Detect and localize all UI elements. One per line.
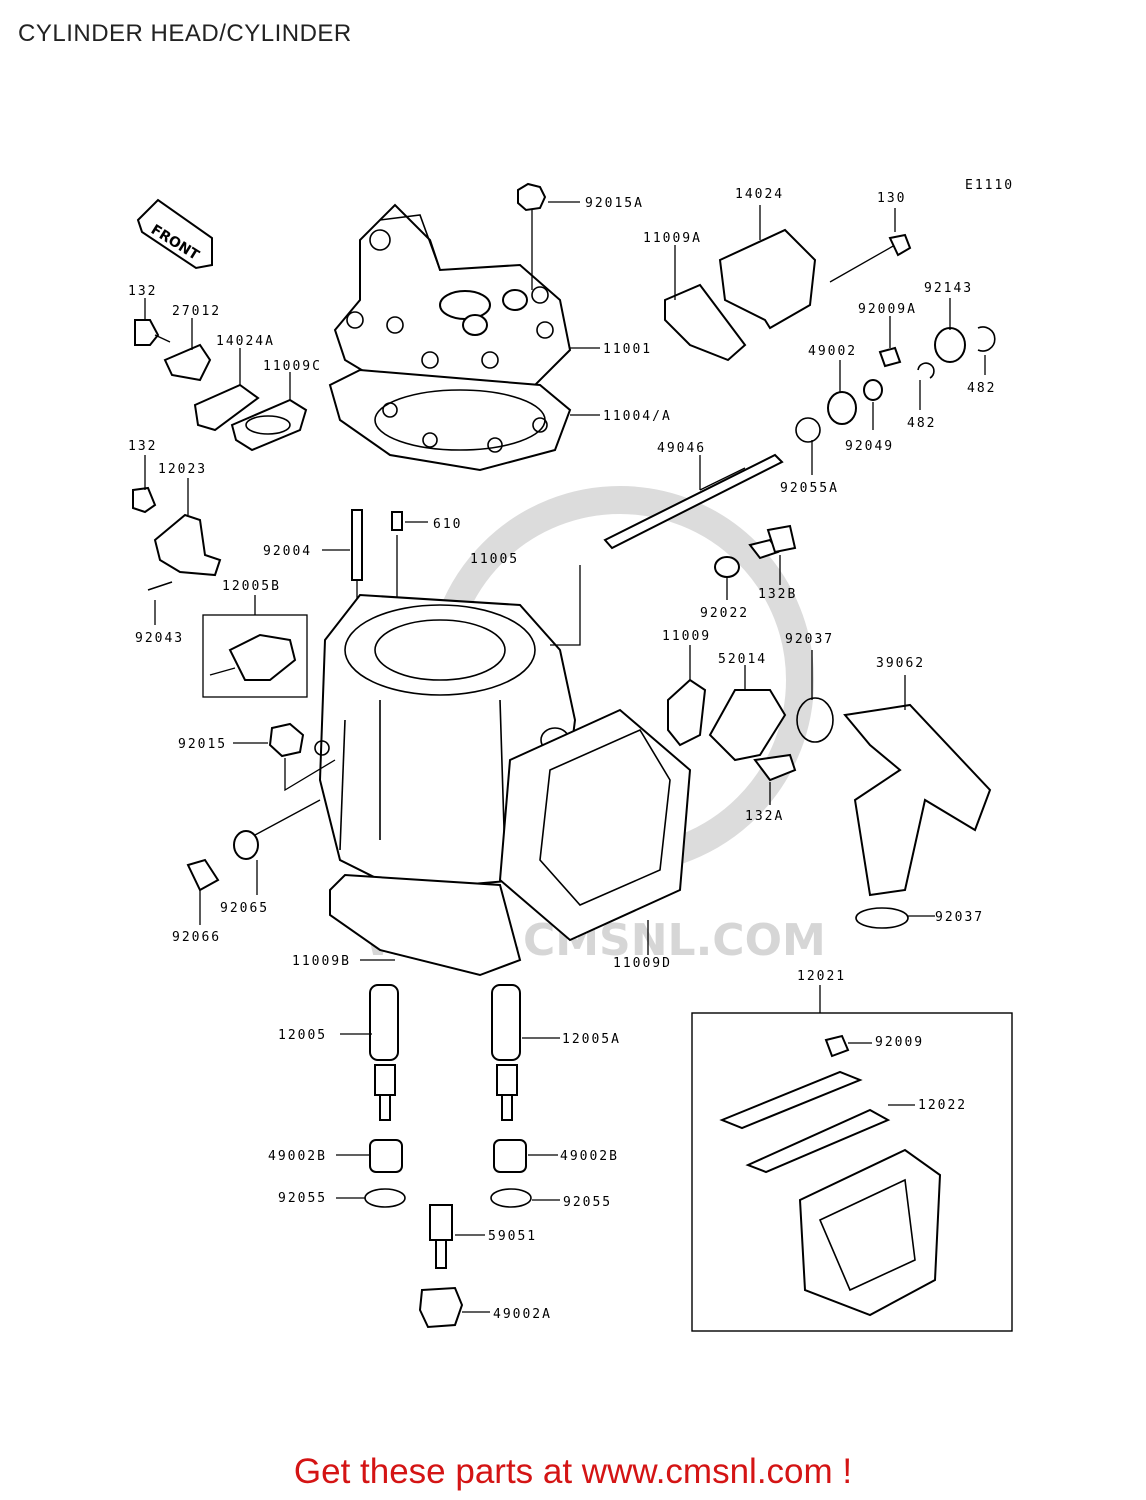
part-label: 92009A [858,302,917,317]
oring-92055-right [491,1189,531,1207]
diagram-code: E1110 [965,178,1014,193]
collar-49002b-left [370,1140,402,1172]
part-label: 132B [758,587,797,602]
part-label: 11005 [470,552,519,567]
gear-59051 [430,1205,452,1268]
reed-valve-box-12021 [692,1013,1012,1331]
nut-92015 [270,724,303,756]
part-label: 92043 [135,631,184,646]
part-label: 14024A [216,334,275,349]
part-label: 92037 [935,910,984,925]
bolt-132b [750,526,795,558]
bolt-130 [830,235,910,282]
part-label: 12005B [222,579,281,594]
part-label: 39062 [876,656,925,671]
part-label: 92037 [785,632,834,647]
valve-12005 [370,985,398,1120]
gasket-11009 [668,680,705,745]
box-12005b [203,615,307,697]
part-label: 482 [907,416,936,431]
bracket-12023 [133,488,220,590]
collar-49002a [420,1288,462,1327]
part-label: 11009A [643,231,702,246]
part-label: 92015 [178,737,227,752]
part-label: 92009 [875,1035,924,1050]
part-label: 482 [967,381,996,396]
part-label: 610 [433,517,462,532]
part-label: 92055 [278,1191,327,1206]
part-label: 49002A [493,1307,552,1322]
part-label: 132 [128,284,157,299]
plug-92066 [188,860,218,890]
part-label: 12022 [918,1098,967,1113]
part-label: 92049 [845,439,894,454]
part-label: 49002B [560,1149,619,1164]
part-label: 132 [128,439,157,454]
head-gasket [330,370,570,470]
part-label: 11009B [292,954,351,969]
part-label: 130 [877,191,906,206]
part-label: 27012 [172,304,221,319]
clamp-92037-bottom [856,908,908,928]
parts-diagram: WWW.CMSNL.COM E1110 FRONT [0,0,1146,1440]
part-label: 11009D [613,956,672,971]
hose-39062 [845,705,990,895]
footer-link-text[interactable]: Get these parts at www.cmsnl.com ! [0,1452,1146,1492]
part-label: 11004/A [603,409,672,424]
part-label: 52014 [718,652,767,667]
part-label: 92143 [924,281,973,296]
part-label: 49002 [808,344,857,359]
part-label: 92004 [263,544,312,559]
part-label: 11009C [263,359,322,374]
part-label: 11009 [662,629,711,644]
part-label: 14024 [735,187,784,202]
part-label: 12023 [158,462,207,477]
part-label: 92065 [220,901,269,916]
front-arrow-icon: FRONT [138,200,212,268]
part-label: 92066 [172,930,221,945]
part-label: 59051 [488,1229,537,1244]
valve-12005a [492,985,520,1120]
part-label: 132A [745,809,784,824]
washer-92022 [715,557,739,577]
part-label: 12005A [562,1032,621,1047]
part-label: 92055A [780,481,839,496]
cover-14024 [720,230,815,328]
part-label: 92055 [563,1195,612,1210]
collar-49002b-right [494,1140,526,1172]
part-label: 92015A [585,196,644,211]
part-label: 12005 [278,1028,327,1043]
part-label: 49002B [268,1149,327,1164]
part-label: 11001 [603,342,652,357]
part-label: 92022 [700,606,749,621]
part-label: 12021 [797,969,846,984]
washer-92065 [234,831,258,859]
oring-92055-left [365,1189,405,1207]
part-label: 49046 [657,441,706,456]
